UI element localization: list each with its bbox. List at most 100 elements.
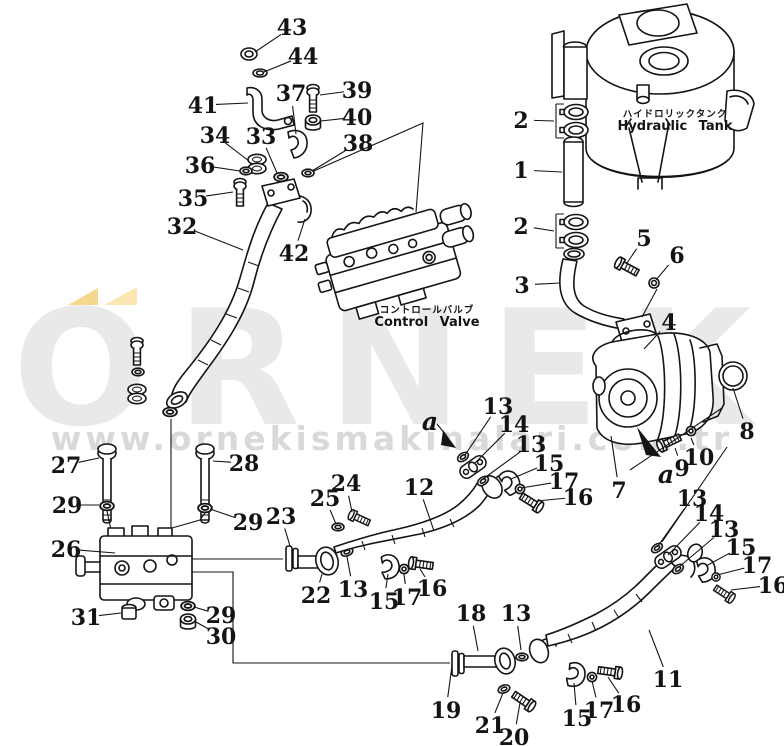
part-callout-9: 9 (674, 456, 689, 482)
part-callout-a: a (658, 460, 674, 489)
part-callout-31: 31 (71, 605, 102, 631)
leader-line-11 (648, 629, 664, 668)
part-callout-16: 16 (563, 485, 594, 511)
leader-line-10 (690, 437, 695, 446)
leader-line-2 (533, 227, 555, 232)
leader-line-4 (643, 331, 661, 350)
circuit-lines (192, 558, 450, 664)
leader-line-21 (494, 692, 504, 714)
part-callout-29: 29 (52, 493, 83, 519)
leader-line-16 (419, 568, 426, 578)
leader-line-14 (667, 521, 701, 556)
leader-line-16 (607, 676, 620, 694)
part-callout-44: 44 (288, 44, 319, 70)
leader-line-18 (472, 625, 479, 652)
label-jp-control-valve: コントロールバルブ (380, 304, 475, 316)
part-callout-2: 2 (513, 214, 528, 240)
part-callout-15: 15 (726, 535, 757, 561)
leader-line-13 (657, 508, 685, 547)
leader-line-17 (520, 482, 552, 489)
part-callout-34: 34 (200, 123, 231, 149)
part-callout-5: 5 (636, 226, 651, 252)
leader-line-14 (473, 432, 506, 465)
leader-line-30 (195, 621, 210, 631)
view-arrow-a-mid (441, 430, 456, 448)
part-callout-14: 14 (694, 501, 725, 527)
leader-line-26 (78, 549, 116, 554)
part-callout-42: 42 (279, 241, 310, 267)
leader-line-1 (533, 170, 563, 173)
leader-line-13 (517, 625, 522, 651)
part-callout-43: 43 (277, 15, 308, 41)
valve-reference-line (306, 122, 424, 213)
part-callout-15: 15 (562, 706, 593, 732)
part-callout-15: 15 (534, 451, 565, 477)
leader-line-40 (320, 117, 345, 122)
leader-line-31 (98, 612, 122, 617)
part-callout-33: 33 (246, 124, 277, 150)
leader-line-29 (193, 606, 209, 612)
part-callout-12: 12 (404, 475, 435, 501)
leader-line-20 (515, 702, 521, 725)
hydraulic-pump-drawing (592, 329, 748, 543)
leader-line-16 (730, 585, 761, 591)
leader-line-16 (536, 497, 566, 502)
leader-line-9 (674, 447, 679, 456)
leader-line-28 (212, 460, 232, 463)
leader-line-13 (464, 416, 492, 456)
part-callout-13: 13 (709, 517, 740, 543)
leader-line-23 (284, 528, 291, 547)
part-callout-29: 29 (206, 603, 237, 629)
leader-line-22 (319, 573, 323, 583)
part-callout-39: 39 (342, 78, 373, 104)
part-callout-40: 40 (342, 105, 373, 131)
leader-line-35 (205, 191, 234, 197)
part-callout-14: 14 (499, 412, 530, 438)
part-callout-1: 1 (513, 158, 528, 184)
part-callout-26: 26 (51, 537, 82, 563)
part-callout-3: 3 (514, 273, 529, 299)
leader-line-15 (510, 467, 538, 480)
part-callout-28: 28 (229, 451, 260, 477)
leader-line-13 (346, 556, 352, 577)
part-callout-29: 29 (233, 510, 264, 536)
part-callout-6: 6 (669, 243, 684, 269)
part-callout-16: 16 (417, 576, 448, 602)
leader-line-17 (591, 680, 597, 698)
leader-line-3 (534, 282, 561, 285)
leader-line-19 (447, 665, 453, 698)
part-callout-38: 38 (343, 131, 374, 157)
elbow-22-hose-12-drawing (285, 423, 546, 581)
leader-line-44 (263, 60, 292, 73)
leader-line-25 (329, 509, 337, 525)
leader-line-42 (297, 218, 306, 241)
label-en-control-valve: Control Valve (374, 315, 479, 330)
part-callout-25: 25 (310, 486, 341, 512)
part-callout-7: 7 (611, 478, 626, 504)
part-callout-32: 32 (167, 214, 198, 240)
leader-line-32 (193, 230, 244, 251)
part-callout-10: 10 (684, 445, 715, 471)
leader-line-33 (265, 147, 278, 174)
part-callout-13: 13 (677, 486, 708, 512)
part-callout-13: 13 (338, 577, 369, 603)
part-callout-17: 17 (392, 585, 423, 611)
leader-line-15 (573, 682, 577, 706)
bracket-leader-2 (555, 213, 564, 249)
part-callout-16: 16 (758, 573, 784, 599)
leader-line-27 (78, 457, 100, 463)
part-callout-13: 13 (501, 601, 532, 627)
part-callout-20: 20 (499, 725, 530, 746)
valve-26-drawing (75, 443, 450, 664)
part-callout-35: 35 (178, 186, 209, 212)
control-valve-drawing (314, 202, 475, 320)
label-jp-hydraulic-tank: ハイドロリックタンク (623, 108, 727, 120)
leader-line-41 (215, 102, 249, 105)
part-callout-13: 13 (516, 432, 547, 458)
leader-line-36 (212, 166, 241, 172)
part-callout-15: 15 (369, 589, 400, 615)
part-callout-16: 16 (611, 692, 642, 718)
leader-line-17 (403, 573, 406, 585)
